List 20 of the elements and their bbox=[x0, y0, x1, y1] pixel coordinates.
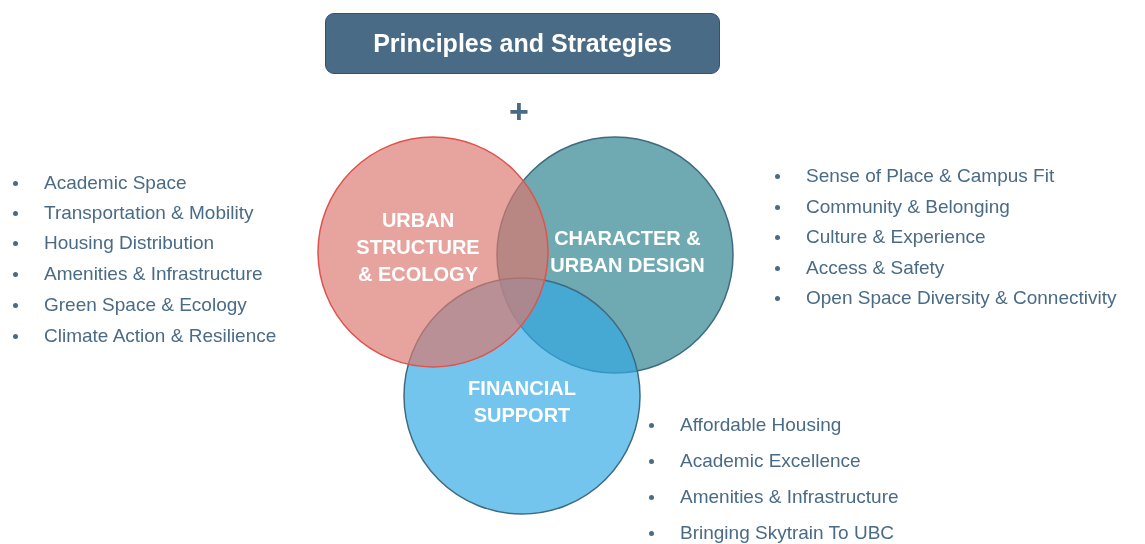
bullet-item: Access & Safety bbox=[806, 257, 945, 279]
plus-sign: + bbox=[509, 92, 529, 131]
bullet-item: Culture & Experience bbox=[806, 226, 986, 248]
circle-label: FINANCIAL SUPPORT bbox=[467, 376, 577, 428]
bullet-item: Community & Belonging bbox=[806, 196, 1010, 218]
bullet-item: Climate Action & Resilience bbox=[44, 325, 277, 347]
bullet-item: Transportation & Mobility bbox=[44, 202, 254, 224]
bullet-item: Affordable Housing bbox=[680, 414, 842, 436]
title-box: Principles and Strategies bbox=[325, 13, 720, 74]
bullet-item: Academic Excellence bbox=[680, 450, 861, 472]
bullet-item: Academic Space bbox=[44, 172, 187, 194]
circle-label: CHARACTER & URBAN DESIGN bbox=[549, 226, 706, 278]
bullet-item: Amenities & Infrastructure bbox=[680, 486, 899, 508]
bullet-item: Open Space Diversity & Connectivity bbox=[806, 287, 1117, 309]
bullet-item: Green Space & Ecology bbox=[44, 294, 247, 316]
bullet-item: Bringing Skytrain To UBC bbox=[680, 522, 895, 544]
circle-label: URBAN STRUCTURE & ECOLOGY bbox=[355, 208, 481, 287]
bullet-item: Amenities & Infrastructure bbox=[44, 263, 263, 285]
bullet-item: Housing Distribution bbox=[44, 232, 215, 254]
bullet-item: Sense of Place & Campus Fit bbox=[806, 165, 1055, 187]
